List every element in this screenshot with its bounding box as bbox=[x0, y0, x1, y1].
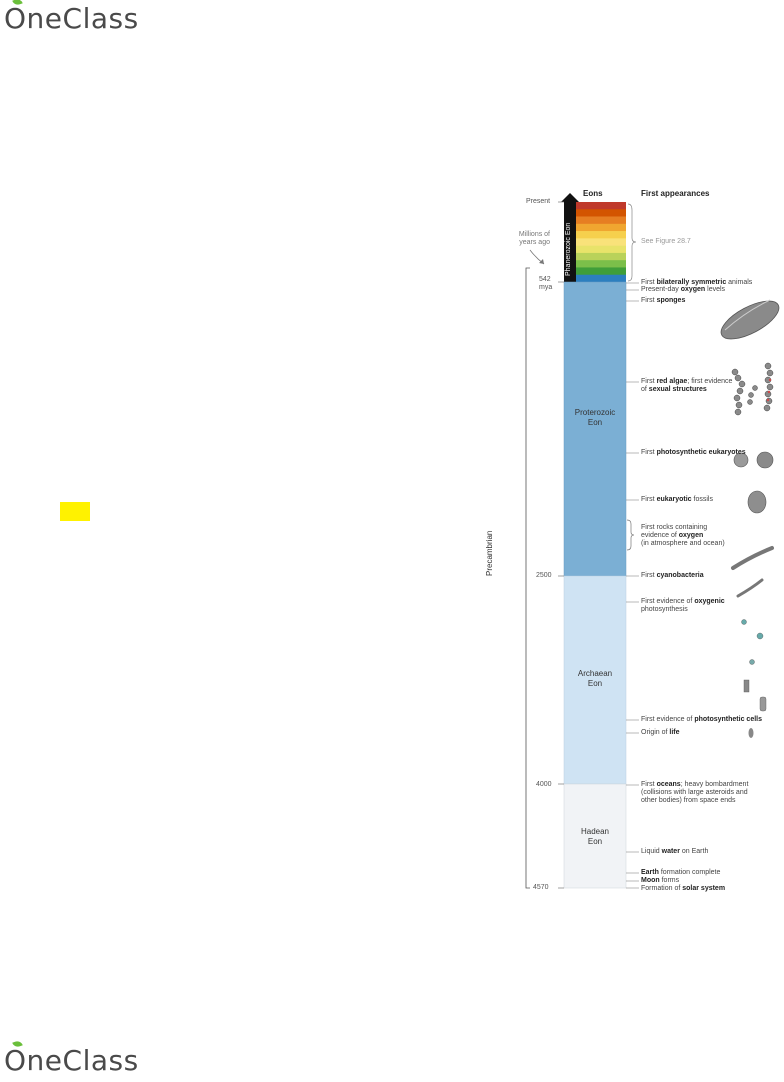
appearance-item: First cyanobacteria bbox=[641, 572, 704, 579]
mya-arrowhead bbox=[539, 259, 544, 264]
precambrian-bracket bbox=[525, 267, 530, 889]
appearance-item: Present-day oxygen levels bbox=[641, 286, 726, 293]
phanerozoic-stratum bbox=[576, 260, 626, 268]
appearance-item: (collisions with large asteroids and bbox=[641, 789, 748, 796]
origin-life-icon bbox=[748, 728, 754, 738]
col-first-appearances-header: First appearances bbox=[641, 189, 710, 198]
appearance-item: evidence of oxygen bbox=[641, 532, 704, 539]
tick-542: 542 bbox=[539, 276, 551, 283]
appearance-item: Earth formation complete bbox=[641, 869, 721, 876]
logo-text: neClass bbox=[26, 1044, 139, 1077]
phanerozoic-stratum bbox=[576, 274, 626, 283]
red-algae-icon bbox=[731, 362, 774, 416]
present-label: Present bbox=[526, 198, 551, 205]
proterozoic-block bbox=[563, 281, 627, 577]
phanerozoic-stratum bbox=[576, 202, 626, 210]
organism-illustrations bbox=[720, 299, 780, 738]
tick-mya: mya bbox=[539, 284, 553, 291]
appearance-item: Formation of solar system bbox=[641, 885, 726, 892]
highlight-mark bbox=[60, 502, 90, 521]
see-figure-label: See Figure 28.7 bbox=[641, 238, 691, 245]
oxygenic-cell-icon bbox=[741, 619, 747, 625]
tick-4000: 4000 bbox=[536, 781, 552, 788]
appearance-item: First bilaterally symmetric animals bbox=[641, 279, 753, 286]
appearance-item: First photosynthetic eukaryotes bbox=[641, 449, 746, 456]
tick-2500: 2500 bbox=[536, 572, 552, 579]
logo-text: neClass bbox=[26, 2, 139, 35]
phanerozoic-stratum bbox=[576, 216, 626, 225]
logo-leaf-icon: O bbox=[4, 1039, 27, 1077]
appearance-item: other bodies) from space ends bbox=[641, 797, 736, 804]
phanerozoic-stratum bbox=[576, 238, 626, 246]
see-figure-bracket bbox=[627, 203, 637, 282]
appearance-item: First eukaryotic fossils bbox=[641, 496, 713, 503]
tick-4570: 4570 bbox=[533, 884, 549, 891]
phanerozoic-stratum bbox=[576, 252, 626, 261]
logo-leaf-icon: O bbox=[4, 0, 27, 35]
phanerozoic-stratum bbox=[576, 245, 626, 254]
appearance-item: First rocks containing bbox=[641, 524, 708, 531]
phanerozoic-arrowhead bbox=[561, 193, 579, 202]
phanerozoic-stratum bbox=[576, 223, 626, 232]
cyanobacteria-icon bbox=[731, 546, 774, 570]
hadean-block bbox=[563, 783, 627, 889]
appearance-item: First sponges bbox=[641, 297, 686, 304]
appearance-item: First oceans; heavy bombardment bbox=[641, 781, 749, 788]
phanerozoic-stratum bbox=[576, 231, 626, 239]
precambrian-label: Precambrian bbox=[485, 530, 494, 576]
appearance-item: First red algae; first evidence bbox=[641, 378, 733, 385]
phanerozoic-stratum bbox=[576, 267, 626, 276]
photosynthetic-cell-icon bbox=[759, 696, 767, 712]
appearance-item: Moon forms bbox=[641, 877, 680, 884]
phanerozoic-band bbox=[564, 202, 576, 282]
appearance-item: Origin of life bbox=[641, 729, 680, 736]
appearance-item: First evidence of oxygenic bbox=[641, 598, 725, 605]
appearance-item: of sexual structures bbox=[641, 386, 707, 393]
col-eons-header: Eons bbox=[583, 189, 603, 198]
appearance-item: (in atmosphere and ocean) bbox=[641, 540, 725, 547]
appearance-item: First evidence of photosynthetic cells bbox=[641, 716, 762, 723]
phanerozoic-stratum bbox=[576, 209, 626, 217]
bilateral-animal-icon bbox=[720, 300, 780, 340]
appearance-item: photosynthesis bbox=[641, 606, 688, 613]
appearance-ticks bbox=[626, 282, 639, 889]
photosynthetic-eukaryote-icon bbox=[733, 452, 749, 468]
phanerozoic-strata bbox=[576, 202, 626, 283]
mya-note: Millions of years ago bbox=[518, 231, 550, 246]
phanerozoic-label: Phanerozoic Eon bbox=[565, 222, 572, 276]
eukaryotic-fossil-icon bbox=[747, 490, 767, 514]
appearance-item: Liquid water on Earth bbox=[641, 848, 709, 855]
